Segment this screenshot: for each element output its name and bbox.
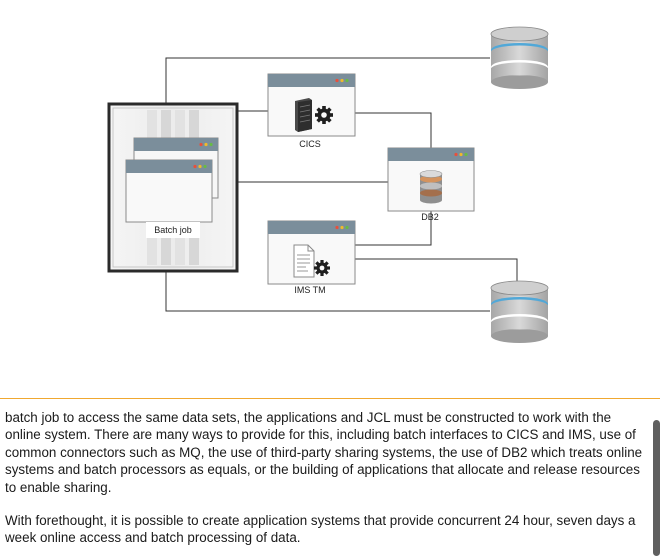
- window-dot-yellow: [204, 142, 208, 147]
- server-slot: [299, 104, 311, 108]
- window-dot-yellow: [459, 152, 463, 157]
- window-dot-yellow: [340, 225, 344, 230]
- window-titlebar: [268, 221, 355, 234]
- window-dot-green: [464, 152, 468, 157]
- connector-cics-db2: [355, 112, 432, 148]
- server-slot: [299, 109, 311, 113]
- window-titlebar: [126, 160, 212, 173]
- document-gear-icon: [293, 244, 330, 278]
- top-database-icon: [490, 26, 549, 89]
- connector-ims-bottom-database: [355, 258, 518, 283]
- cics-node: CICS: [267, 73, 356, 149]
- scrollbar-thumb[interactable]: [653, 420, 660, 556]
- gear-hole: [321, 112, 327, 118]
- document-fold: [307, 245, 314, 252]
- window-dot-green: [203, 164, 207, 169]
- db-stack-disk: [420, 196, 442, 204]
- gear-icon: [314, 260, 330, 276]
- text-panel[interactable]: batch job to access the same data sets, …: [0, 401, 666, 556]
- window-dot-red: [454, 152, 458, 157]
- window-dot-yellow: [198, 164, 202, 169]
- db-stack-disk: [420, 189, 442, 197]
- server-slot: [299, 114, 311, 118]
- window-dot-red: [335, 78, 339, 83]
- connector-batch-bottom-database: [165, 271, 490, 312]
- db2-node: DB2: [387, 147, 475, 222]
- batch-job-node: Batch job: [107, 102, 239, 273]
- batch-online-diagram: Batch job CICS: [107, 26, 549, 343]
- window-dot-red: [199, 142, 203, 147]
- window-dot-red: [193, 164, 197, 169]
- bottom-database-icon: [490, 280, 549, 343]
- window-dot-red: [335, 225, 339, 230]
- gear-hole: [319, 265, 325, 271]
- batch-job-label: Batch job: [154, 225, 192, 235]
- db-ring-fill: [491, 45, 548, 59]
- batch-window-front: [125, 159, 213, 223]
- window-dot-green: [345, 78, 349, 83]
- db-ring-fill: [491, 62, 548, 76]
- batch-job-label-bg: [146, 222, 200, 238]
- db-ring-fill: [491, 299, 548, 313]
- section-divider: [0, 398, 660, 399]
- database-icon: [419, 170, 443, 204]
- db-top: [490, 280, 549, 296]
- server-gear-icon: [295, 98, 333, 132]
- window-titlebar: [268, 74, 355, 87]
- db-stack-top: [419, 170, 443, 178]
- connector-batch-top-database: [165, 57, 490, 105]
- gear-icon: [315, 106, 333, 124]
- batch-job-frame-inner: [112, 107, 234, 268]
- window-dot-green: [345, 225, 349, 230]
- document-shape: [293, 244, 315, 278]
- window-titlebar: [134, 138, 218, 151]
- db-bottom: [491, 329, 548, 343]
- db-stack-disk: [420, 182, 442, 190]
- db-top: [490, 26, 549, 42]
- server-slot: [299, 119, 311, 123]
- window-dot-yellow: [340, 78, 344, 83]
- connector-lines: [165, 57, 518, 312]
- db2-label: DB2: [421, 212, 439, 222]
- window-dot-green: [209, 142, 213, 147]
- paragraph-batch-access: batch job to access the same data sets, …: [5, 410, 643, 495]
- db-bottom: [491, 75, 548, 89]
- db-ring-fill: [491, 316, 548, 330]
- ims-tm-label: IMS TM: [294, 285, 325, 295]
- connector-ims-db2: [355, 211, 432, 246]
- cics-label: CICS: [299, 139, 321, 149]
- ims-tm-node: IMS TM: [267, 220, 356, 295]
- window-titlebar: [388, 148, 474, 161]
- paragraph-forethought: With forethought, it is possible to crea…: [5, 513, 636, 546]
